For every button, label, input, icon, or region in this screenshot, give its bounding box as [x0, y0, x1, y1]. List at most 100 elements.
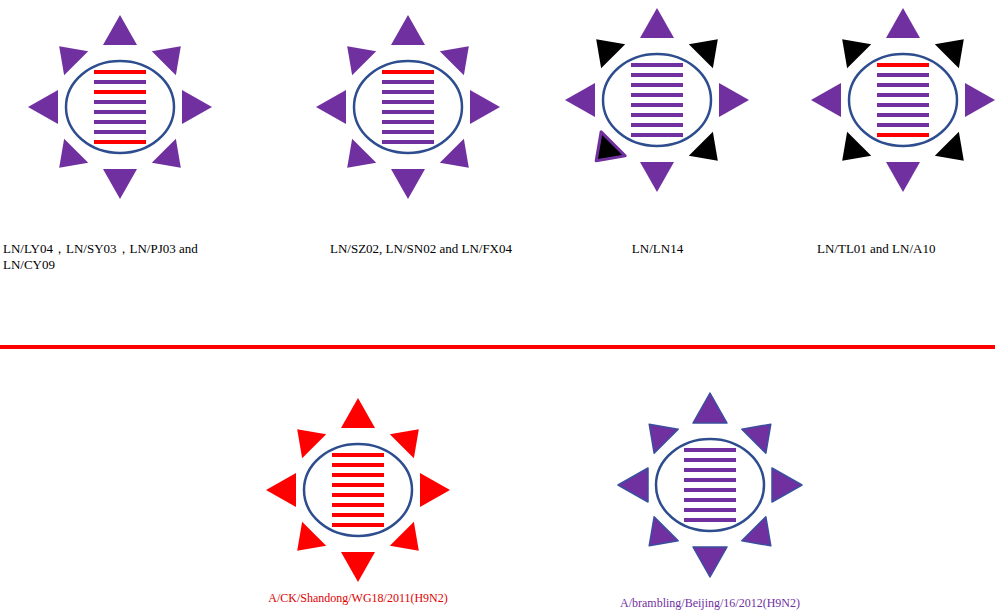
ray-triangle — [649, 517, 678, 546]
gene-segment-bar — [332, 463, 384, 467]
gene-segment-bar — [94, 70, 146, 74]
ray-triangle — [28, 90, 58, 124]
gene-segment-bar — [631, 63, 683, 67]
gene-segment-bar — [631, 133, 683, 137]
gene-segment-bar — [94, 110, 146, 114]
gene-segment-bar — [382, 90, 434, 94]
genotype-icon: LN/SZ02, LN/SN02 and LN/FX04 — [308, 7, 523, 257]
sun-group — [565, 8, 749, 192]
ray-triangle — [689, 39, 718, 68]
ray-triangle — [440, 139, 469, 168]
ray-triangle — [811, 83, 841, 117]
genotype-icon: LN/LN14 — [555, 0, 760, 257]
ray-triangle — [640, 162, 674, 192]
gene-segment-bar — [631, 113, 683, 117]
ray-triangle — [103, 15, 137, 45]
gene-segment-bar — [684, 518, 736, 522]
ray-triangle — [59, 139, 88, 168]
ray-triangle — [390, 522, 419, 551]
ray-triangle — [391, 15, 425, 45]
ray-triangle — [618, 468, 648, 502]
gene-segment-bar — [94, 130, 146, 134]
ray-triangle — [596, 132, 625, 161]
sun-group — [266, 398, 450, 582]
ray-triangle — [470, 90, 500, 124]
gene-segment-bar — [382, 130, 434, 134]
strain-caption: A/brambling/Beijing/16/2012(H9N2) — [565, 595, 855, 611]
gene-segment-bar — [877, 93, 929, 97]
ray-triangle — [341, 398, 375, 428]
gene-segment-bar — [332, 483, 384, 487]
ray-triangle — [772, 468, 802, 502]
ray-triangle — [693, 393, 727, 423]
ray-triangle — [182, 90, 212, 124]
gene-segment-bar — [684, 488, 736, 492]
gene-segment-bar — [631, 73, 683, 77]
genome-ellipse — [656, 439, 764, 531]
gene-segment-bar — [631, 83, 683, 87]
strain-caption: LN/SZ02, LN/SN02 and LN/FX04 — [330, 241, 520, 257]
ray-triangle — [420, 473, 450, 507]
gene-segment-bar — [684, 508, 736, 512]
sun-icon — [555, 0, 760, 200]
sun-icon — [218, 390, 498, 590]
gene-segment-bar — [877, 103, 929, 107]
ray-triangle — [742, 424, 771, 453]
ray-triangle — [935, 39, 964, 68]
gene-segment-bar — [382, 80, 434, 84]
gene-segment-bar — [332, 503, 384, 507]
genome-ellipse — [66, 61, 174, 153]
ray-triangle — [391, 169, 425, 199]
gene-segment-bar — [382, 70, 434, 74]
ray-triangle — [886, 162, 920, 192]
gene-segment-bar — [877, 113, 929, 117]
strain-caption: LN/TL01 and LN/A10 — [817, 241, 992, 257]
gene-segment-bar — [684, 458, 736, 462]
ray-triangle — [316, 90, 346, 124]
gene-segment-bar — [684, 498, 736, 502]
strain-caption: LN/LY04，LN/SY03，LN/PJ03 and LN/CY09 — [3, 241, 243, 273]
gene-segment-bar — [877, 63, 929, 67]
genotype-icon: LN/TL01 and LN/A10 — [803, 0, 995, 257]
genome-ellipse — [354, 61, 462, 153]
ray-triangle — [440, 46, 469, 75]
sun-icon — [803, 0, 995, 200]
gene-segment-bar — [94, 80, 146, 84]
ray-triangle — [935, 132, 964, 161]
gene-segment-bar — [332, 513, 384, 517]
genotype-icon: LN/LY04，LN/SY03，LN/PJ03 and LN/CY09 — [3, 7, 248, 273]
ray-triangle — [297, 522, 326, 551]
sun-group — [28, 15, 212, 199]
ray-triangle — [719, 83, 749, 117]
gene-segment-bar — [332, 453, 384, 457]
genotype-icon: A/brambling/Beijing/16/2012(H9N2) — [565, 385, 855, 611]
sun-group — [316, 15, 500, 199]
ray-triangle — [390, 429, 419, 458]
ray-triangle — [59, 46, 88, 75]
ray-triangle — [693, 547, 727, 577]
strain-caption: A/CK/Shandong/WG18/2011(H9N2) — [218, 590, 498, 606]
gene-segment-bar — [94, 140, 146, 144]
genotype-icon: A/CK/Shandong/WG18/2011(H9N2) — [218, 390, 498, 606]
ray-triangle — [266, 473, 296, 507]
gene-segment-bar — [332, 473, 384, 477]
gene-segment-bar — [332, 523, 384, 527]
gene-segment-bar — [631, 123, 683, 127]
separator-line — [0, 345, 995, 349]
gene-segment-bar — [382, 100, 434, 104]
genome-ellipse — [304, 444, 412, 536]
ray-triangle — [297, 429, 326, 458]
ray-triangle — [596, 39, 625, 68]
gene-segment-bar — [631, 103, 683, 107]
gene-segment-bar — [382, 120, 434, 124]
ray-triangle — [965, 83, 995, 117]
strain-caption: LN/LN14 — [555, 241, 760, 257]
gene-segment-bar — [684, 478, 736, 482]
ray-triangle — [565, 83, 595, 117]
sun-group — [811, 8, 995, 192]
genome-ellipse — [603, 54, 711, 146]
ray-triangle — [152, 139, 181, 168]
genome-ellipse — [849, 54, 957, 146]
ray-triangle — [347, 139, 376, 168]
